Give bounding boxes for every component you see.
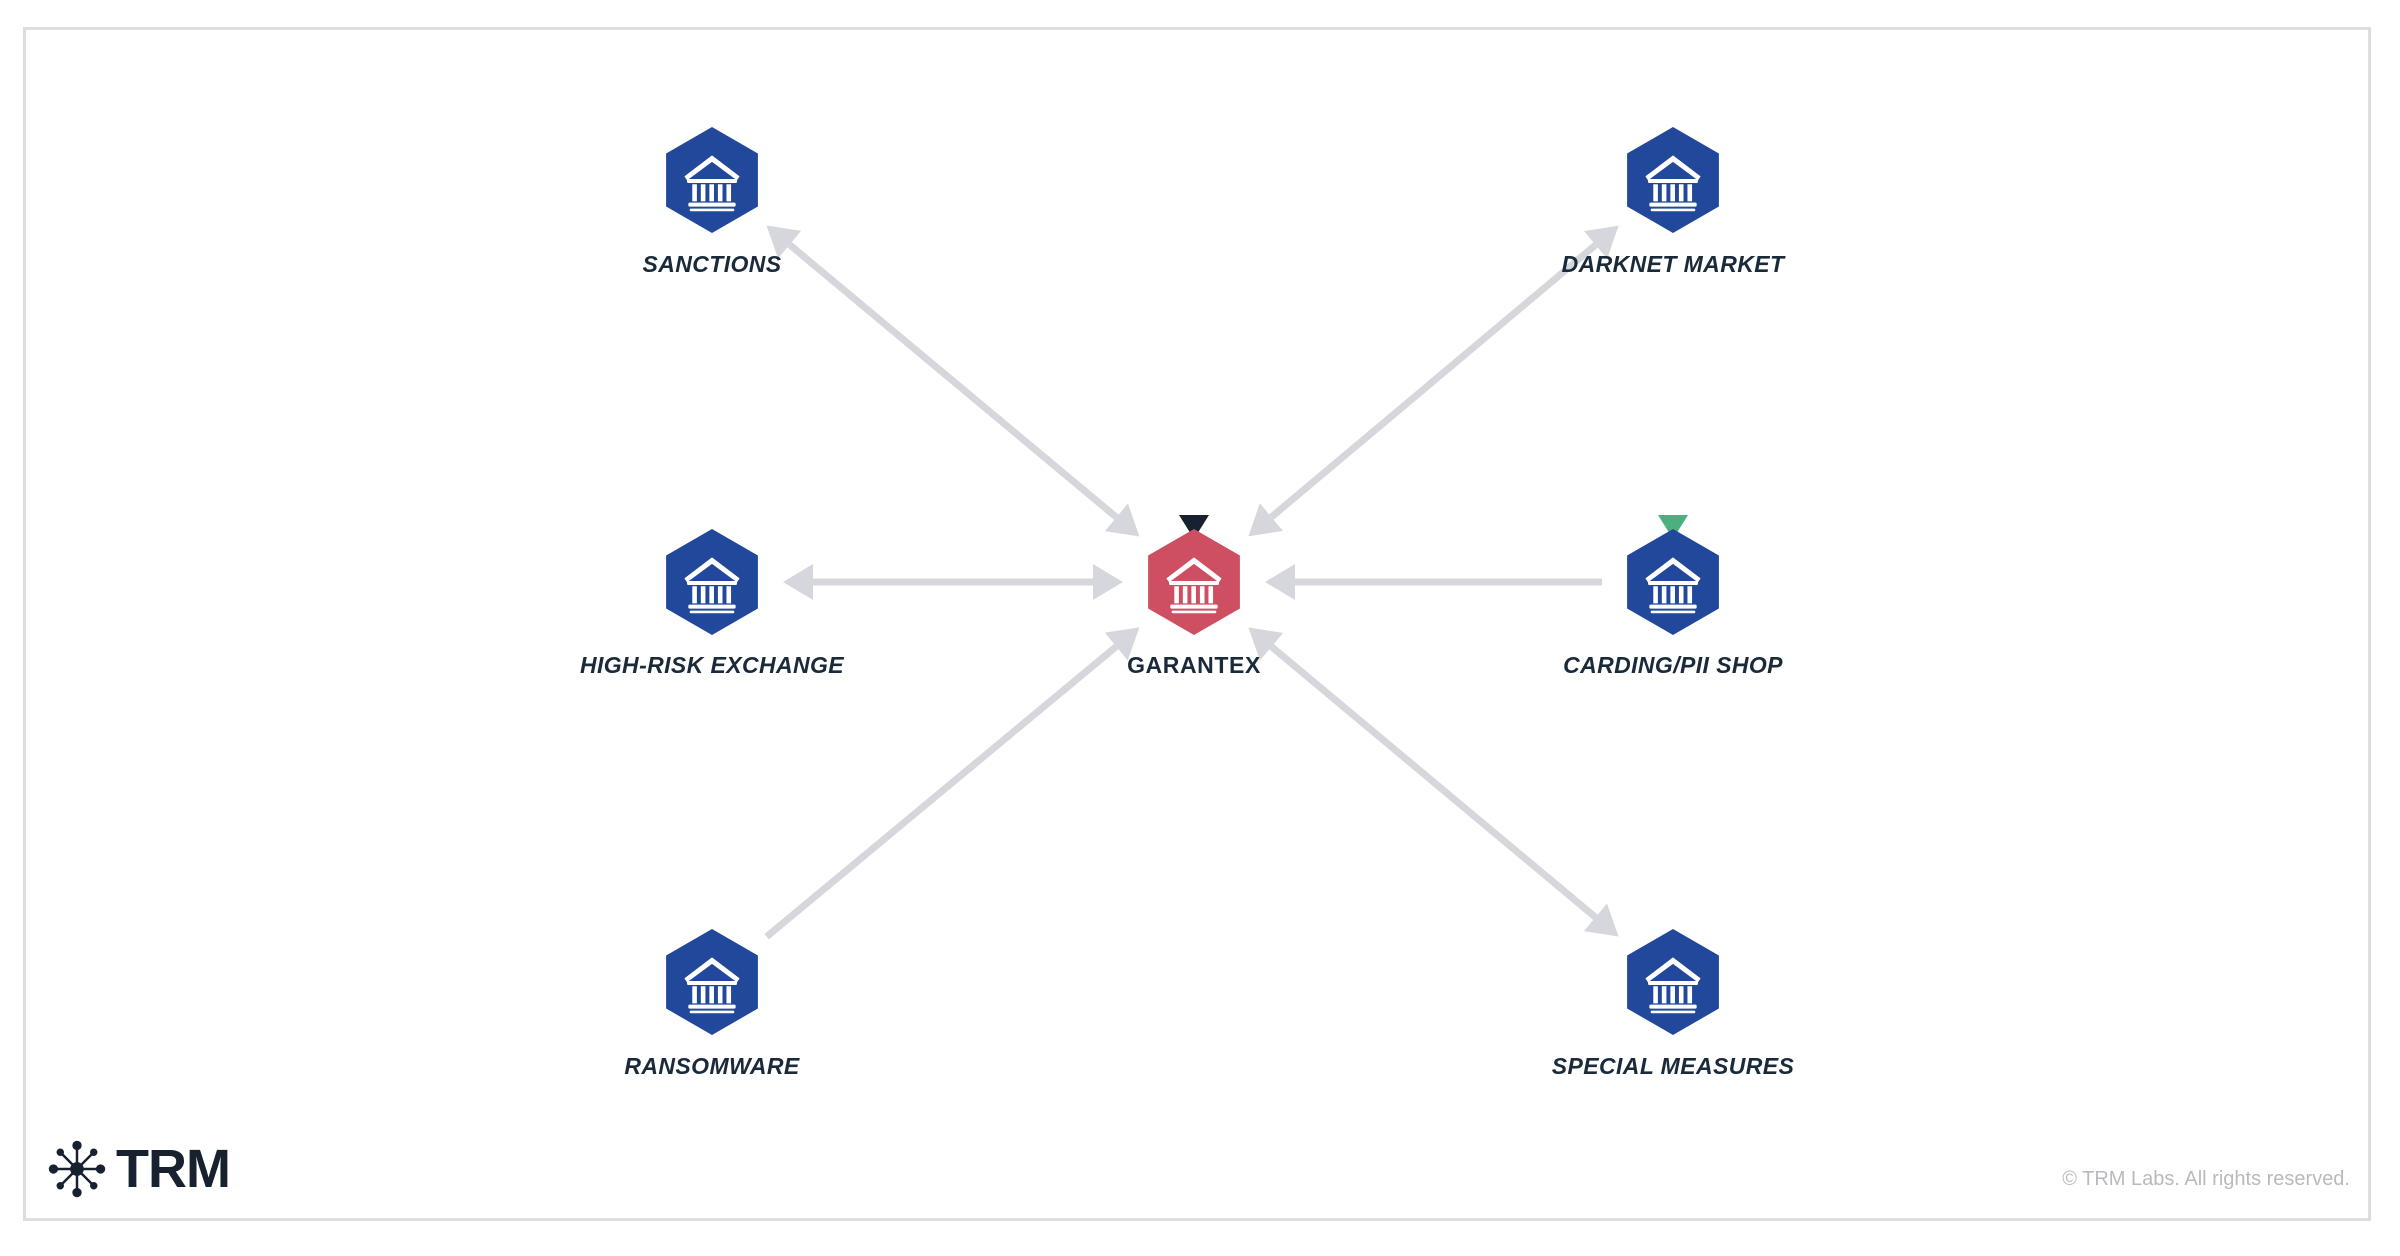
node-darknet-market[interactable] bbox=[1627, 127, 1719, 233]
edge-layer bbox=[764, 225, 1619, 940]
edge-darknet-market bbox=[1248, 225, 1619, 537]
node-label-carding-pii-shop: CARDING/PII SHOP bbox=[1563, 652, 1783, 678]
node-label-sanctions: SANCTIONS bbox=[642, 251, 782, 277]
node-label-high-risk-exchange: HIGH-RISK EXCHANGE bbox=[579, 652, 845, 678]
node-label-garantex: GARANTEX bbox=[1127, 652, 1261, 678]
edge-special-measures bbox=[1248, 627, 1619, 937]
trm-starburst-icon bbox=[48, 1140, 106, 1198]
node-label-ransomware: RANSOMWARE bbox=[624, 1053, 800, 1079]
node-ransomware[interactable] bbox=[666, 929, 758, 1035]
node-sanctions[interactable] bbox=[666, 127, 758, 233]
node-layer bbox=[666, 127, 1719, 1035]
node-high-risk-exchange[interactable] bbox=[666, 529, 758, 635]
node-marker-carding-pii-shop bbox=[1658, 515, 1688, 539]
node-carding-pii-shop[interactable] bbox=[1627, 515, 1719, 635]
edge-sanctions bbox=[766, 225, 1140, 537]
edge-ransomware bbox=[764, 627, 1140, 940]
edge-carding-pii bbox=[1265, 564, 1602, 600]
node-special-measures[interactable] bbox=[1627, 929, 1719, 1035]
node-label-darknet-market: DARKNET MARKET bbox=[1561, 251, 1785, 277]
trm-wordmark: TRM bbox=[116, 1139, 231, 1199]
node-marker-garantex bbox=[1179, 515, 1209, 539]
node-garantex[interactable] bbox=[1148, 515, 1240, 635]
node-label-special-measures: SPECIAL MEASURES bbox=[1551, 1053, 1795, 1079]
edge-high-risk bbox=[783, 564, 1123, 600]
copyright-text: © TRM Labs. All rights reserved. bbox=[2062, 1168, 2350, 1190]
trm-logo: TRM bbox=[46, 1138, 231, 1200]
